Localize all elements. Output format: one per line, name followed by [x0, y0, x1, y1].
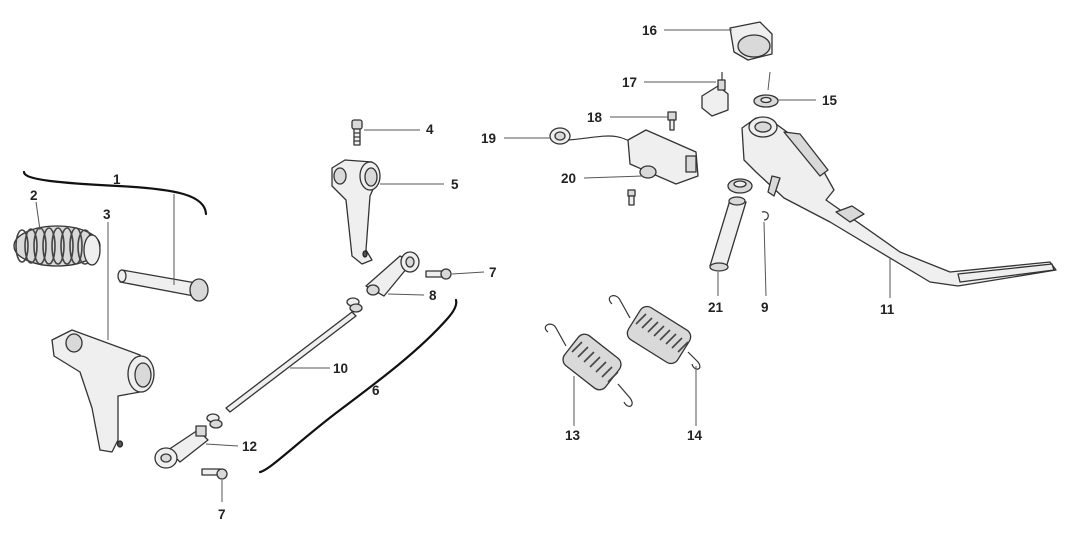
nut-lower — [206, 413, 223, 429]
part-18-screw — [667, 111, 677, 131]
callout-15: 15 — [822, 93, 838, 108]
leader-12 — [205, 443, 239, 447]
callout-8: 8 — [429, 288, 437, 303]
callout-7-lower: 7 — [218, 507, 226, 522]
callout-6: 6 — [372, 383, 380, 398]
callout-19: 19 — [481, 131, 496, 146]
part-2-spring — [13, 225, 101, 267]
part-15-washer — [753, 71, 779, 108]
callout-3: 3 — [103, 207, 111, 222]
callout-16: 16 — [642, 23, 658, 38]
callout-18: 18 — [587, 110, 603, 125]
callout-17: 17 — [622, 75, 637, 90]
part-12-rod-end — [154, 425, 209, 469]
part-10-rod — [225, 311, 357, 413]
bracket-group-6 — [258, 298, 458, 474]
part-20-sensor — [627, 129, 699, 206]
part-14-spring — [608, 295, 701, 370]
callout-11: 11 — [880, 302, 895, 317]
bracket-group-1 — [22, 170, 208, 216]
callout-9: 9 — [761, 300, 769, 315]
callout-1: 1 — [113, 172, 121, 187]
leader-7a — [451, 271, 485, 275]
part-7-screw-lower — [201, 468, 228, 480]
part-17-switch — [701, 72, 729, 117]
part-21-pin — [709, 196, 747, 272]
callout-13: 13 — [565, 428, 581, 443]
callout-7-upper: 7 — [489, 265, 497, 280]
part-11-stand — [741, 116, 1057, 287]
part-3-lever — [51, 329, 155, 453]
callout-12: 12 — [242, 439, 257, 454]
part-8-rod-end — [365, 251, 420, 297]
part-7-screw-upper — [425, 268, 452, 280]
callout-2: 2 — [30, 188, 38, 203]
callout-10: 10 — [333, 361, 348, 376]
part-16-cap — [729, 21, 773, 61]
callout-14: 14 — [687, 428, 703, 443]
bushing — [727, 178, 753, 194]
callout-5: 5 — [451, 177, 459, 192]
part-1-pin — [117, 269, 209, 302]
part-4-screw — [351, 119, 363, 146]
part-13-spring — [544, 323, 633, 407]
part-19-clamp — [549, 127, 641, 151]
leader-2 — [35, 201, 41, 231]
leader-9 — [763, 221, 767, 297]
nut-upper — [346, 297, 363, 313]
callout-20: 20 — [561, 171, 576, 186]
leader-8 — [387, 293, 425, 296]
leader-20 — [583, 175, 643, 179]
callout-21: 21 — [708, 300, 724, 315]
part-5-arm — [331, 159, 381, 265]
callout-4: 4 — [426, 122, 434, 137]
part-9-clip — [761, 211, 769, 221]
